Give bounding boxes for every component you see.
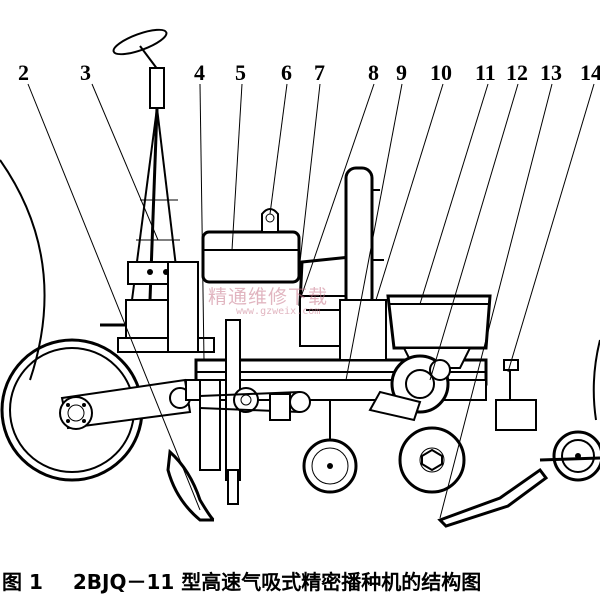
- callout-4: 4: [194, 60, 205, 85]
- watermark-url: www.gzweix.com: [236, 306, 321, 317]
- callout-14: 14: [580, 60, 600, 85]
- callout-2: 2: [18, 60, 29, 85]
- covering-wheel: [539, 339, 600, 482]
- callout-5: 5: [235, 60, 246, 85]
- chain-drive: [199, 387, 311, 421]
- figure-caption: 图 1 2BJQ－11 型高速气吸式精密播种机的结构图: [0, 566, 600, 594]
- rear-seat-frame: [339, 166, 387, 361]
- furrow-opener-front: [166, 319, 241, 522]
- fertilizer-hopper: [386, 294, 492, 369]
- callout-12: 12: [506, 60, 528, 85]
- callout-11: 11: [475, 60, 496, 85]
- figure-title: 2BJQ－11 型高速气吸式精密播种机的结构图: [72, 570, 482, 594]
- figure-number: 图 1: [2, 570, 43, 594]
- callout-7: 7: [314, 60, 325, 85]
- callout-9: 9: [396, 60, 407, 85]
- leader-lines: [27, 83, 595, 519]
- furrow-opener-rear: [437, 359, 549, 528]
- watermark-text: 精通维修下载: [208, 286, 329, 308]
- metering-unit: [368, 354, 451, 422]
- gauge-wheel-middle: [302, 400, 358, 494]
- callout-13: 13: [540, 60, 562, 85]
- seed-hopper: [201, 208, 301, 284]
- callout-8: 8: [368, 60, 379, 85]
- seat-mast: [112, 28, 187, 301]
- press-wheel: [398, 426, 466, 494]
- wheel-arm: [59, 378, 192, 430]
- marker-wheel-left: [0, 159, 46, 381]
- callout-6: 6: [281, 60, 292, 85]
- callout-numbers: 2 3 4 5 6 7 8 9 10 11 12 13 14: [18, 60, 600, 85]
- callout-3: 3: [80, 60, 91, 85]
- callout-10: 10: [430, 60, 452, 85]
